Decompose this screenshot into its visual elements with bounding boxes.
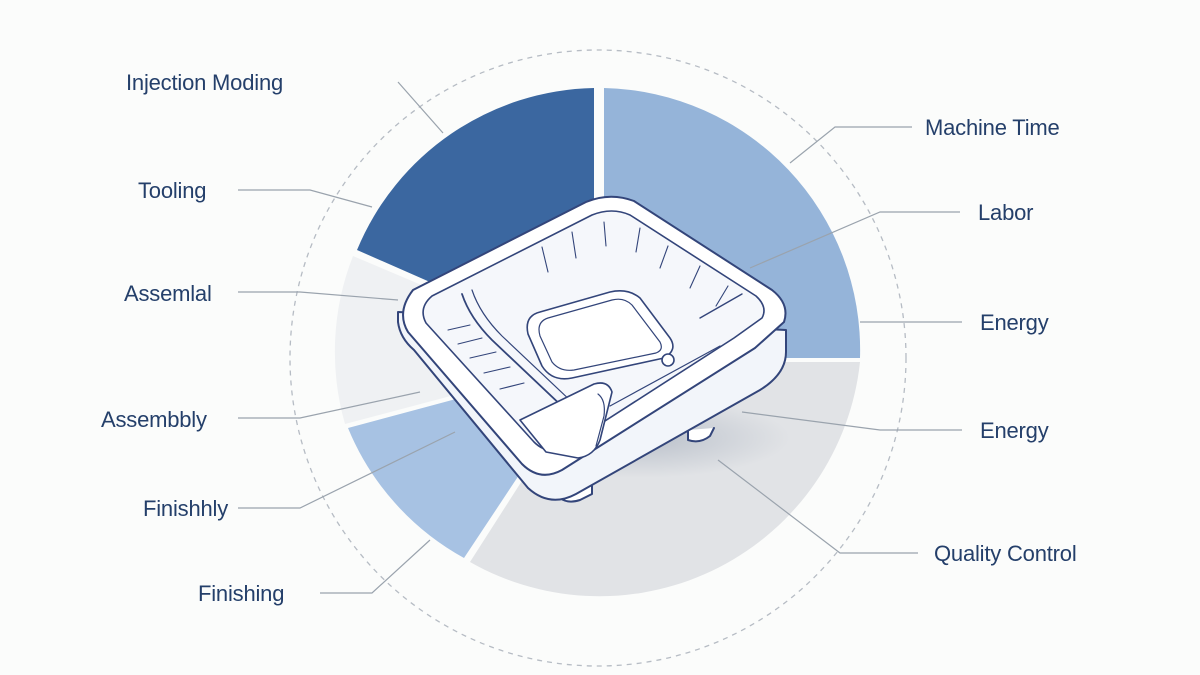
leader-assembbly bbox=[238, 391, 421, 419]
label-finishing: Finishing bbox=[198, 581, 285, 606]
label-tooling: Tooling bbox=[138, 178, 207, 203]
leader-machine-time bbox=[789, 126, 912, 164]
leader-finishing bbox=[320, 539, 431, 594]
label-labor: Labor bbox=[978, 200, 1034, 225]
leader-energy-2 bbox=[741, 411, 962, 431]
label-injection-molding: Injection Moding bbox=[126, 70, 284, 95]
label-quality-control: Quality Control bbox=[934, 541, 1077, 566]
label-machine-time: Machine Time bbox=[925, 115, 1060, 140]
leader-labor bbox=[749, 211, 960, 269]
label-assemal: Assemlal bbox=[124, 281, 212, 306]
leader-tooling bbox=[238, 189, 373, 208]
outer-dashed-circle bbox=[289, 49, 907, 667]
leader-finishhly bbox=[238, 431, 456, 509]
leader-lines bbox=[238, 81, 962, 594]
leader-injection-molding bbox=[397, 81, 444, 134]
label-energy-2: Energy bbox=[980, 418, 1049, 443]
label-finishhly: Finishhly bbox=[143, 496, 229, 521]
plastic-tray-icon bbox=[397, 195, 790, 503]
label-energy-1: Energy bbox=[980, 310, 1049, 335]
leader-assemal bbox=[238, 291, 399, 301]
leader-quality-control bbox=[717, 459, 918, 554]
label-assembbly: Assembbly bbox=[101, 407, 207, 432]
